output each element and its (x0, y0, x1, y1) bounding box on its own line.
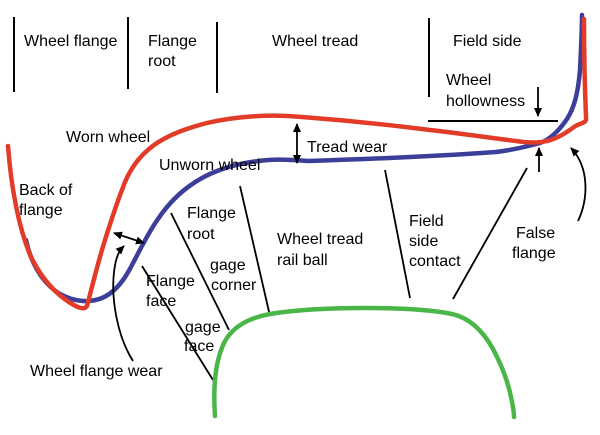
false-flange-leader-arrow (570, 147, 587, 222)
label-wheel-hollowness-line2: hollowness (446, 93, 525, 110)
label-back-of-flange-line2: flange (19, 202, 63, 219)
rail-profile-curve (212, 305, 517, 420)
zone-dividers (13, 17, 430, 97)
label-false-flange-line2: flange (512, 245, 556, 262)
zone-label-flange-root-line2: root (148, 53, 176, 70)
pointer-line-gage-corner (239, 185, 271, 317)
pointer-line-rail-ball (384, 169, 411, 299)
label-field-side-contact-line1: Field (409, 213, 444, 230)
label-field-side-contact-line2: side (409, 233, 438, 250)
label-gage-corner-line2: corner (211, 277, 257, 294)
label-flange-face-line2: face (146, 293, 176, 310)
label-wheel-tread-rail-ball-line1: Wheel tread (277, 231, 363, 248)
pointer-line-gage-face (141, 265, 214, 381)
label-unworn-wheel: Unworn wheel (159, 157, 260, 174)
label-gage-corner-line1: gage (210, 257, 246, 274)
zone-label-field-side: Field side (453, 33, 522, 50)
zone-labels: Wheel flange Flange root Wheel tread Fie… (24, 33, 522, 70)
label-flange-root-line1: Flange (187, 205, 236, 222)
zone-label-wheel-flange: Wheel flange (24, 33, 117, 50)
flange-wear-leader-arrow (112, 245, 134, 362)
pointer-lines (141, 167, 528, 381)
label-wheel-tread-rail-ball-line2: rail ball (277, 252, 328, 269)
label-flange-root-line2: root (187, 226, 215, 243)
pointer-line-field-side-contact (452, 167, 528, 300)
label-wheel-hollowness-line1: Wheel (446, 72, 491, 89)
label-back-of-flange-line1: Back of (19, 182, 73, 199)
unworn-wheel-curve (23, 12, 585, 304)
label-false-flange-line1: False (516, 225, 555, 242)
label-gage-face-line1: gage (185, 319, 221, 336)
label-tread-wear: Tread wear (307, 139, 388, 156)
pointer-line-flange-face (170, 212, 230, 331)
label-worn-wheel: Worn wheel (66, 129, 150, 146)
flange-wear-double-arrow (113, 231, 145, 245)
worn-wheel-curve (5, 16, 589, 311)
annotation-labels: Wheel hollowness Worn wheel Unworn wheel… (19, 72, 556, 380)
label-field-side-contact-line3: contact (409, 253, 461, 270)
zone-label-wheel-tread: Wheel tread (272, 33, 358, 50)
label-wheel-flange-wear: Wheel flange wear (30, 363, 163, 380)
label-flange-face-line1: Flange (146, 273, 195, 290)
zone-label-flange-root-line1: Flange (148, 33, 197, 50)
annotation-arrows (112, 87, 587, 362)
label-gage-face-line2: face (184, 338, 214, 355)
